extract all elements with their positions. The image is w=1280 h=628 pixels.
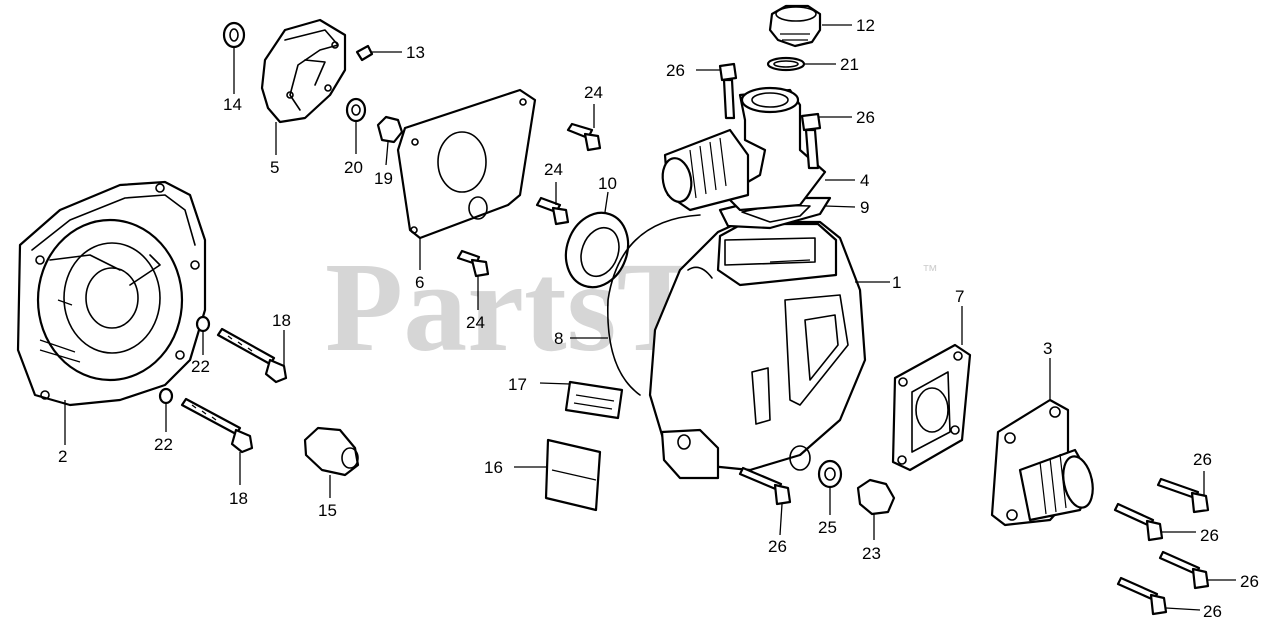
callout-14: 14 — [223, 95, 242, 114]
part-26-bolt-right-3[interactable] — [1158, 550, 1210, 590]
callout-9: 9 — [860, 198, 869, 217]
callout-17: 17 — [508, 375, 527, 394]
part-15-seal[interactable] — [303, 426, 360, 477]
callout-26-casing: 26 — [768, 537, 787, 556]
callout-22-upper: 22 — [191, 357, 210, 376]
callout-5: 5 — [270, 158, 279, 177]
part-20-washer[interactable] — [345, 97, 367, 123]
callout-24-a: 24 — [584, 83, 603, 102]
callout-8: 8 — [554, 329, 563, 348]
callout-23: 23 — [862, 544, 881, 563]
part-2-housing[interactable] — [16, 180, 207, 407]
callout-7: 7 — [955, 287, 964, 306]
part-3-outlet-flange[interactable] — [990, 398, 1097, 527]
part-1-pump-casing[interactable] — [648, 220, 867, 480]
part-26-bolt-right-2[interactable] — [1113, 502, 1164, 542]
callout-26-right-3: 26 — [1240, 572, 1259, 591]
callout-26-elbow-left: 26 — [666, 61, 685, 80]
callout-4: 4 — [860, 171, 869, 190]
part-24-bolt-b[interactable] — [535, 196, 570, 226]
callout-3: 3 — [1043, 339, 1052, 358]
part-26-bolt-casing[interactable] — [738, 466, 792, 506]
part-23-drain-plug[interactable] — [856, 478, 896, 516]
part-13-key[interactable] — [355, 44, 374, 62]
part-6-gasket[interactable] — [396, 88, 537, 240]
part-16-label[interactable] — [544, 438, 602, 512]
callout-15: 15 — [318, 501, 337, 520]
callout-labels: 2 5 14 13 20 19 6 22 22 18 18 15 24 24 2… — [58, 16, 1259, 621]
part-25-washer[interactable] — [817, 459, 843, 489]
part-21-o-ring[interactable] — [766, 56, 806, 72]
callout-21: 21 — [840, 55, 859, 74]
part-26-bolt-elbow-left[interactable] — [718, 62, 738, 120]
callout-25: 25 — [818, 518, 837, 537]
callout-6: 6 — [415, 273, 424, 292]
callout-26-elbow-right: 26 — [856, 108, 875, 127]
part-5-pulley[interactable] — [260, 18, 347, 124]
part-17-label[interactable] — [564, 380, 624, 420]
part-12-cap[interactable] — [768, 4, 822, 48]
part-18-bolt-upper[interactable] — [216, 327, 288, 384]
part-26-bolt-right-4[interactable] — [1116, 576, 1168, 616]
part-4-elbow[interactable] — [659, 86, 827, 212]
callout-2: 2 — [58, 447, 67, 466]
part-26-bolt-right-1[interactable] — [1156, 477, 1210, 514]
callout-18-upper: 18 — [272, 311, 291, 330]
callout-22-lower: 22 — [154, 435, 173, 454]
callout-26-right-2: 26 — [1200, 526, 1219, 545]
part-7-flange-gasket[interactable] — [891, 343, 972, 472]
callout-19: 19 — [374, 169, 393, 188]
callout-26-right-4: 26 — [1203, 602, 1222, 621]
callout-20: 20 — [344, 158, 363, 177]
callout-13: 13 — [406, 43, 425, 62]
callout-24-b: 24 — [544, 160, 563, 179]
part-14-washer[interactable] — [222, 21, 246, 49]
part-26-bolt-elbow-right[interactable] — [800, 112, 822, 170]
leader-lines — [64, 24, 1236, 611]
part-22-washer-lower[interactable] — [158, 387, 174, 405]
callout-16: 16 — [484, 458, 503, 477]
part-10-seal-ring[interactable] — [556, 204, 638, 296]
part-22-washer-upper[interactable] — [195, 315, 211, 333]
callout-24-c: 24 — [466, 313, 485, 332]
part-19-cap[interactable] — [376, 115, 404, 144]
part-8-o-ring[interactable] — [606, 214, 701, 396]
watermark-trademark: ™ — [922, 263, 938, 280]
callout-10: 10 — [598, 174, 617, 193]
part-24-bolt-a[interactable] — [566, 122, 602, 152]
callout-26-right-1: 26 — [1193, 450, 1212, 469]
callout-1: 1 — [892, 273, 901, 292]
callout-18-lower: 18 — [229, 489, 248, 508]
part-18-bolt-lower[interactable] — [180, 397, 254, 454]
callout-12: 12 — [856, 16, 875, 35]
part-24-bolt-c[interactable] — [456, 249, 490, 278]
